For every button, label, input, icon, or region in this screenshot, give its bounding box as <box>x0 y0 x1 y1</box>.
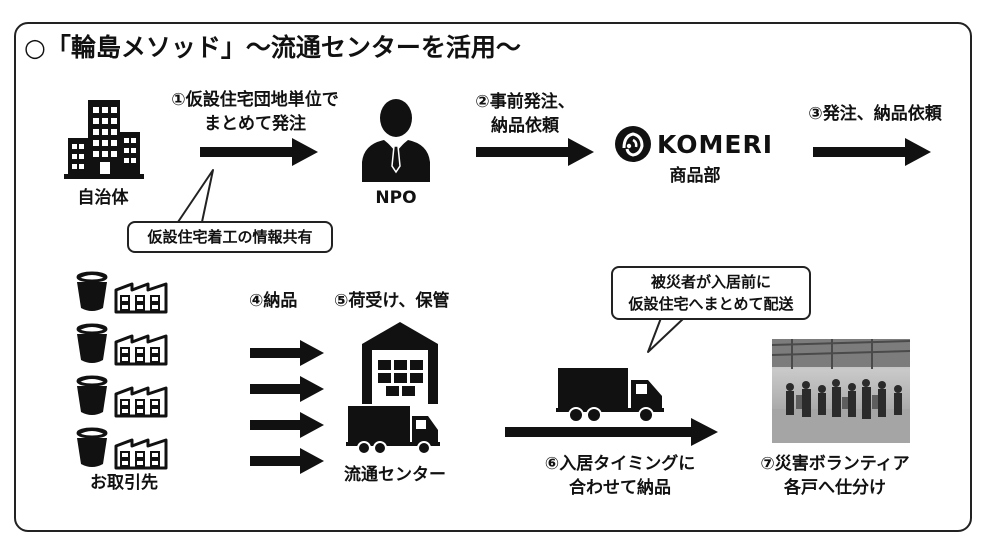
arrow-step4-c <box>250 412 324 438</box>
komeri-logo-icon <box>615 126 651 162</box>
step3-label: ③発注、納品依頼 <box>808 104 942 124</box>
step5-label: ⑤荷受け、保管 <box>334 291 450 311</box>
distribution-center-label: 流通センター <box>344 465 446 485</box>
volunteers-photo <box>772 339 910 443</box>
step1-label: ①仮設住宅団地単位で まとめて発注 <box>171 90 339 134</box>
diagram-frame <box>14 22 972 532</box>
building-icon <box>64 100 144 179</box>
diagram-title: ○「輪島メソッド」〜流通センターを活用〜 <box>24 33 521 62</box>
arrow-step2 <box>476 138 594 166</box>
step6-label: ⑥入居タイミングに 合わせて納品 <box>544 454 696 498</box>
arrow-step4-a <box>250 340 324 366</box>
info-share-callout: 仮設住宅着工の情報共有 <box>127 221 333 253</box>
warehouse-icon <box>362 322 438 404</box>
step2-label: ②事前発注、 納品依頼 <box>475 92 575 136</box>
npo-label: NPO <box>375 188 417 208</box>
arrow-step3 <box>813 138 931 166</box>
arrow-step1 <box>200 138 318 166</box>
suppliers-label: お取引先 <box>90 473 158 493</box>
arrow-step4-b <box>250 376 324 402</box>
truck-icon <box>346 406 440 455</box>
arrow-step4-d <box>250 448 324 474</box>
municipality-label: 自治体 <box>77 188 129 208</box>
arrow-step6 <box>505 418 718 446</box>
delivery-callout: 被災者が入居前に 仮設住宅へまとめて配送 <box>611 266 811 320</box>
komeri-dept-label: 商品部 <box>669 166 721 186</box>
komeri-logo-text: KOMERI <box>657 130 774 159</box>
step7-label: ⑦災害ボランティア 各戸へ仕分け <box>760 454 910 498</box>
person-icon <box>362 99 430 182</box>
delivery-truck-icon <box>556 368 664 423</box>
step4-label: ④納品 <box>249 291 298 311</box>
bucket-factory-icon <box>75 271 168 470</box>
